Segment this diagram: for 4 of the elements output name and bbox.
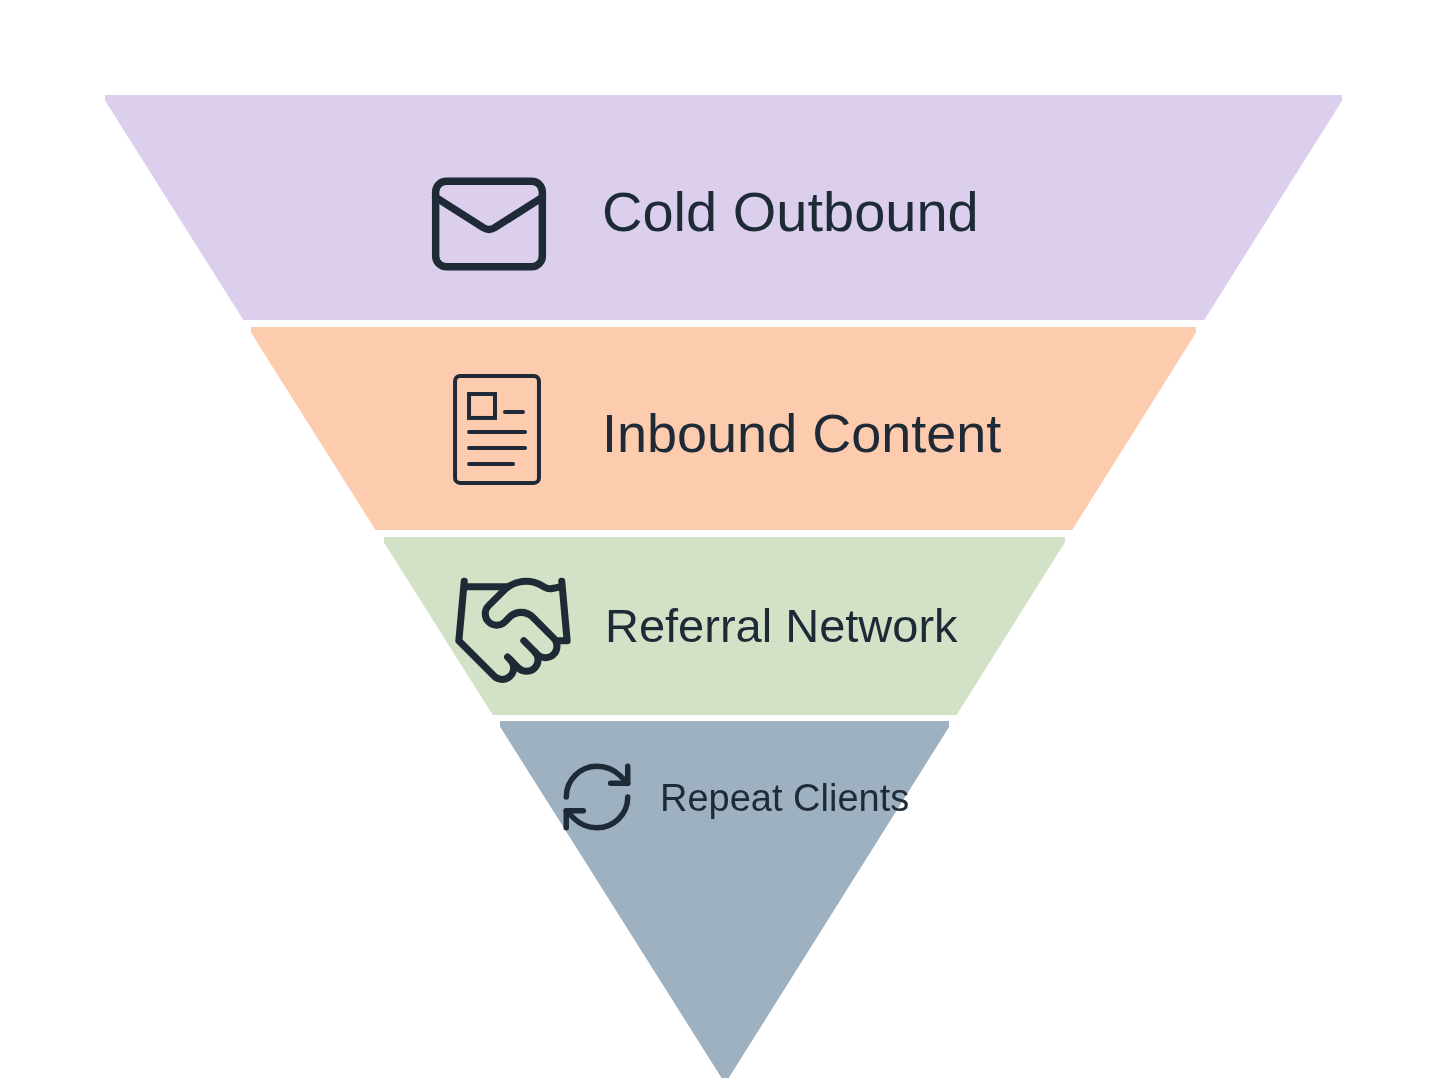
band-label: Repeat Clients: [660, 779, 910, 817]
band-label: Referral Network: [605, 601, 958, 649]
band-label: Cold Outbound: [602, 184, 979, 240]
band-label: Inbound Content: [602, 406, 1002, 460]
